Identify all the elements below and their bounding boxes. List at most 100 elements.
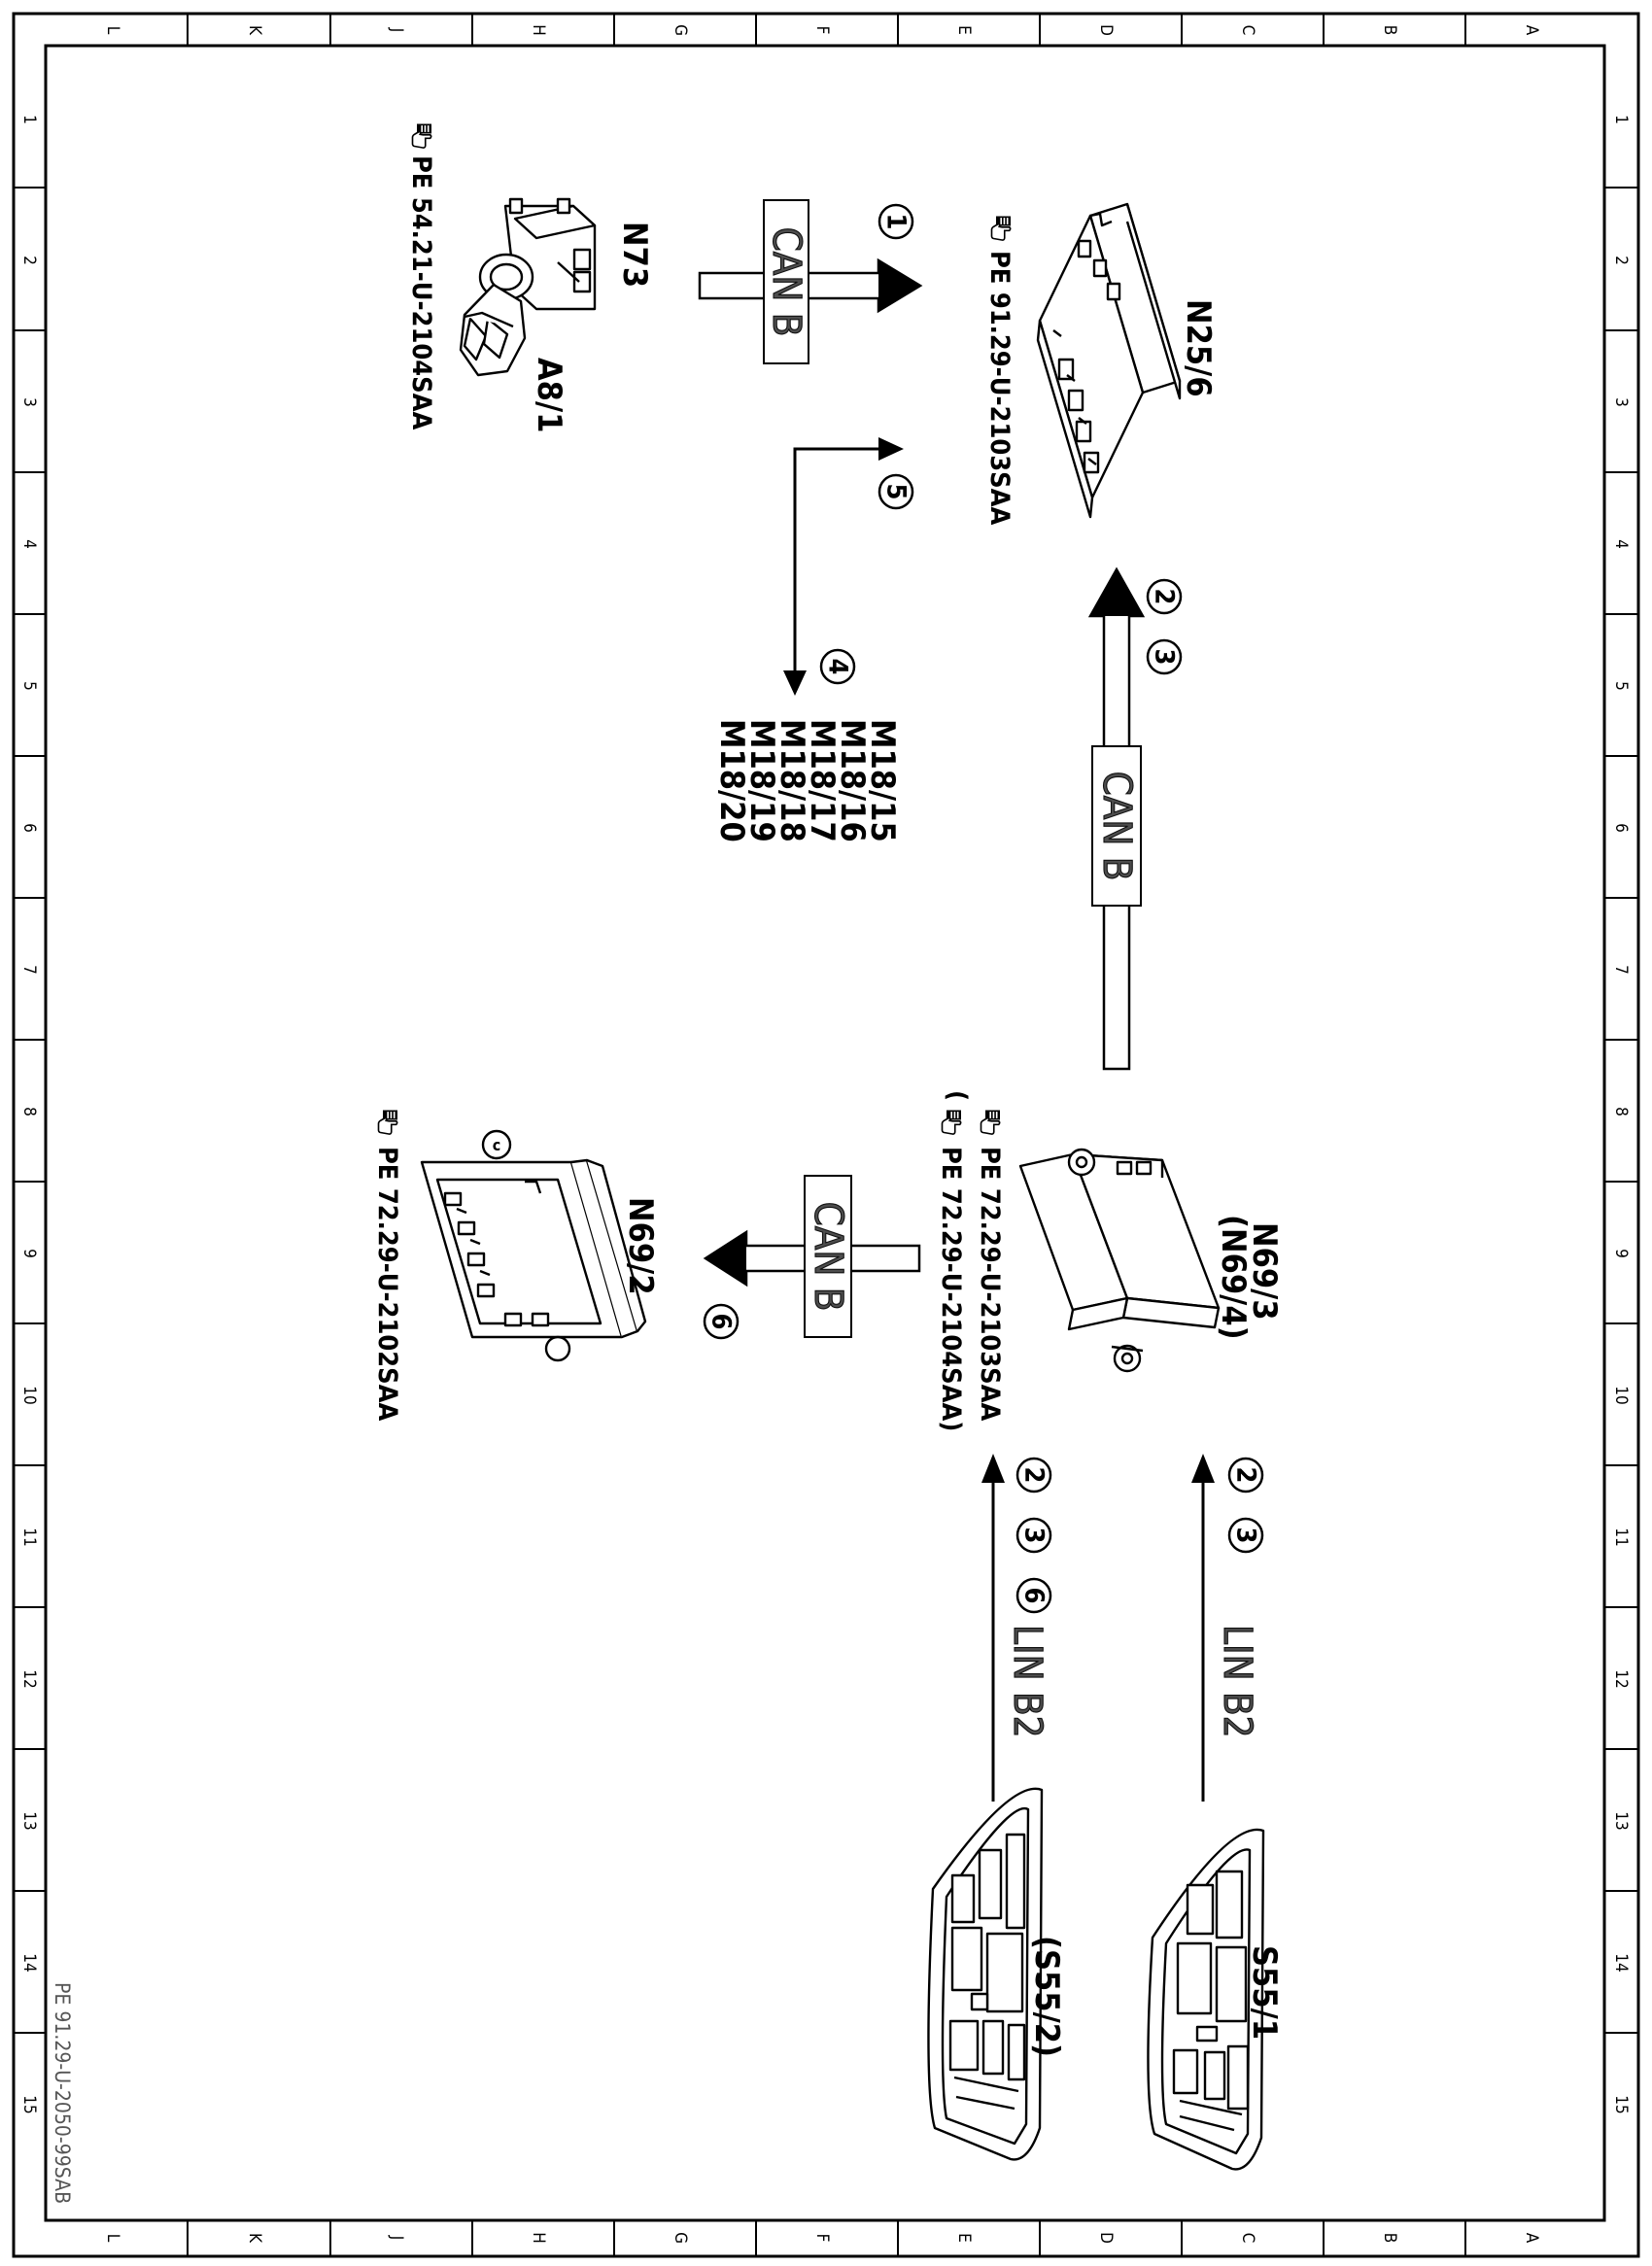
row-label-left: 9 (19, 1249, 39, 1258)
n25-6-control-unit-drawing (1036, 202, 1182, 519)
col-label-bottom: A (1522, 2233, 1541, 2244)
row-label-left: 14 (19, 1953, 39, 1972)
motor-label: M18/18 (773, 719, 811, 842)
document-pointer-icon (941, 1109, 962, 1135)
row-label-left: 11 (19, 1528, 39, 1546)
n69-2-control-unit-drawing: c (420, 1129, 647, 1362)
row-label-left: 10 (19, 1386, 39, 1404)
col-label-bottom: G (671, 2232, 690, 2244)
document-pointer-icon (377, 1109, 398, 1135)
column-grid-top (187, 14, 1466, 46)
motor-feed-line (783, 437, 904, 696)
col-label-top: L (103, 26, 122, 35)
document-pointer-icon (980, 1109, 1001, 1135)
n73-ref: PE 54.21-U-2104SAA (406, 155, 436, 429)
row-label-right: 2 (1611, 256, 1631, 265)
row-label-left: 2 (19, 256, 39, 265)
footer-doc-id: PE 91.29-U-2050-99SAB (51, 1982, 74, 2204)
row-label-right: 1 (1611, 115, 1631, 124)
document-pointer-icon (411, 122, 432, 149)
callout-2: 2 (1146, 578, 1183, 615)
motor-label: M18/19 (742, 719, 781, 842)
svg-text:4: 4 (823, 659, 853, 675)
document-pointer-icon (990, 215, 1012, 241)
svg-text:3: 3 (1231, 1528, 1261, 1544)
column-labels-top: L K J H G F E D C B A (103, 24, 1541, 36)
n69-2-ref: PE 72.29-U-2102SAA (372, 1147, 402, 1421)
callout-2: 2 (1227, 1457, 1264, 1494)
motor-label: M18/20 (712, 719, 751, 842)
drawing-frame (12, 12, 1640, 2258)
n25-6-label: N25/6 (1179, 299, 1218, 397)
lin-b2-label: LIN B2 (1005, 1625, 1050, 1738)
col-label-bottom: L (103, 2234, 122, 2243)
callout-3: 3 (1146, 638, 1183, 675)
lin-b2-link-s55-2 (981, 1454, 1005, 1802)
n69-4-label: (N69/4) (1214, 1215, 1253, 1340)
column-grid-bottom (187, 2220, 1466, 2256)
a8-1-label: A8/1 (530, 358, 568, 432)
row-labels-right: 1 2 3 4 5 6 7 8 9 10 11 12 13 14 15 (1611, 115, 1631, 2114)
callout-1: 1 (878, 203, 914, 240)
callout-6: 6 (703, 1303, 740, 1340)
svg-text:2: 2 (1231, 1467, 1261, 1484)
callout-4: 4 (819, 648, 856, 685)
row-label-left: 5 (19, 681, 39, 691)
col-label-bottom: H (529, 2232, 548, 2244)
n69-2-label: N69/2 (621, 1197, 660, 1295)
row-label-right: 14 (1611, 1953, 1631, 1972)
row-labels-left: 1 2 3 4 5 6 7 8 9 10 11 12 13 14 15 (19, 115, 39, 2114)
col-label-bottom: J (387, 2235, 406, 2241)
row-label-left: 13 (19, 1811, 39, 1830)
row-label-left: 3 (19, 397, 39, 407)
row-label-left: 12 (19, 1669, 39, 1688)
svg-text:c: c (493, 1136, 501, 1154)
col-label-bottom: B (1380, 2233, 1399, 2244)
col-label-top: G (671, 24, 690, 36)
n69-4-ref-open-paren: ( (942, 1090, 972, 1101)
callout-2: 2 (1015, 1457, 1052, 1494)
s55-1-label: S55/1 (1245, 1945, 1284, 2040)
col-label-top: J (387, 27, 406, 33)
col-label-top: H (529, 24, 548, 36)
row-label-left: 1 (19, 115, 39, 124)
col-label-bottom: D (1096, 2232, 1116, 2244)
svg-text:6: 6 (706, 1314, 737, 1330)
svg-text:5: 5 (881, 484, 912, 500)
motor-label: M18/15 (863, 719, 902, 842)
motor-label: M18/16 (833, 719, 872, 842)
col-label-top: B (1380, 25, 1399, 36)
svg-text:3: 3 (1019, 1528, 1050, 1544)
row-label-right: 9 (1611, 1249, 1631, 1258)
callout-6: 6 (1015, 1577, 1052, 1614)
row-label-right: 11 (1611, 1528, 1631, 1546)
row-label-right: 3 (1611, 397, 1631, 407)
row-label-left: 6 (19, 823, 39, 833)
row-label-right: 15 (1611, 2095, 1631, 2113)
n69-3-ref: PE 72.29-U-2103SAA (975, 1147, 1005, 1421)
motor-list: M18/15 M18/16 M18/17 M18/18 M18/19 M18/2… (712, 719, 902, 842)
can-b-link-n73-n25-6 (698, 258, 923, 314)
row-label-right: 4 (1611, 539, 1631, 549)
row-grid-right (1604, 187, 1638, 2034)
row-label-right: 12 (1611, 1669, 1631, 1688)
svg-text:2: 2 (1019, 1467, 1050, 1484)
can-b-label-box: CAN B (1091, 745, 1142, 907)
can-b-label: CAN B (764, 227, 809, 337)
row-label-right: 13 (1611, 1811, 1631, 1830)
s55-1-switch-drawing (1147, 1828, 1265, 2171)
can-b-label-box: CAN B (763, 199, 809, 364)
col-label-bottom: F (812, 2234, 832, 2243)
svg-text:2: 2 (1150, 589, 1180, 605)
row-label-right: 6 (1611, 823, 1631, 833)
row-grid-left (14, 187, 46, 2034)
row-label-left: 15 (19, 2095, 39, 2113)
svg-text:3: 3 (1150, 649, 1180, 666)
n69-3-control-unit-drawing (1018, 1148, 1221, 1373)
s55-2-switch-drawing (927, 1787, 1044, 2161)
col-label-bottom: C (1238, 2233, 1257, 2244)
col-label-top: D (1096, 24, 1116, 36)
svg-text:6: 6 (1019, 1588, 1050, 1604)
col-label-top: A (1522, 25, 1541, 36)
